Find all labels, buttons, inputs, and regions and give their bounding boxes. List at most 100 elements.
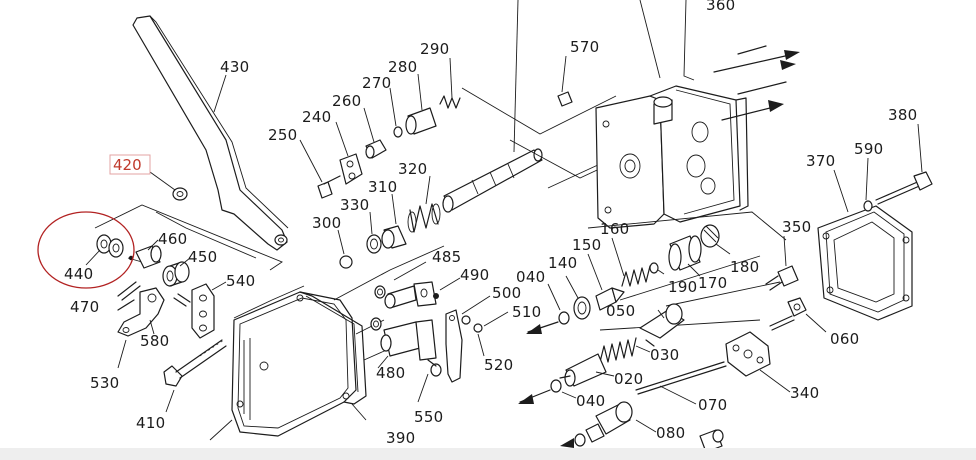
washers-440 — [96, 234, 124, 258]
ball-300 — [339, 255, 353, 269]
label-160: 160 — [600, 220, 630, 238]
label-530: 530 — [90, 374, 120, 392]
cap-310 — [381, 225, 407, 249]
nozzle-050 — [639, 303, 685, 347]
label-520: 520 — [484, 356, 514, 374]
plug-180 — [700, 224, 720, 248]
o-rings-485 — [370, 285, 386, 331]
nut-420 — [172, 187, 188, 201]
screw-350 — [765, 265, 799, 291]
label-580: 580 — [140, 332, 170, 350]
spring-030 — [599, 337, 637, 363]
label-460: 460 — [158, 230, 188, 248]
poppet-140 — [573, 296, 591, 320]
label-310: 310 — [368, 178, 398, 196]
label-570: 570 — [570, 38, 600, 56]
bushing-450 — [162, 261, 190, 287]
label-170: 170 — [698, 274, 728, 292]
label-290: 290 — [420, 40, 450, 58]
bracket-530 — [117, 287, 165, 337]
label-300: 300 — [312, 214, 342, 232]
label-070: 070 — [698, 396, 728, 414]
bottom-strip — [0, 448, 976, 460]
label-190: 190 — [668, 278, 698, 296]
label-360: 360 — [706, 0, 736, 14]
label-590: 590 — [854, 140, 884, 158]
label-370: 370 — [806, 152, 836, 170]
label-020: 020 — [614, 370, 644, 388]
label-240: 240 — [302, 108, 332, 126]
plate-540 — [191, 283, 215, 339]
label-350: 350 — [782, 218, 812, 236]
screw-510 — [461, 315, 483, 333]
label-485: 485 — [432, 248, 462, 266]
valve-body-360 — [595, 85, 749, 229]
label-500: 500 — [492, 284, 522, 302]
piston-020 — [559, 353, 607, 387]
plug-260 — [365, 139, 387, 159]
sleeve-280 — [405, 107, 437, 135]
cover-340 — [725, 331, 771, 377]
lever-430 — [132, 15, 289, 251]
spool-shaft — [442, 148, 543, 213]
washer-590 — [863, 200, 873, 212]
label-430: 430 — [220, 58, 250, 76]
label-380: 380 — [888, 106, 918, 124]
o-ring-040-lower — [550, 379, 562, 393]
spring-290 — [439, 95, 461, 109]
label-450: 450 — [188, 248, 218, 266]
label-320: 320 — [398, 160, 428, 178]
label-540: 540 — [226, 272, 256, 290]
label-420: 420 — [113, 156, 142, 174]
label-510: 510 — [512, 303, 542, 321]
ring-190 — [649, 262, 659, 274]
plug-570 — [557, 91, 573, 107]
label-040-lower: 040 — [576, 392, 606, 410]
flow-arrows — [713, 45, 800, 121]
nut-060 — [787, 297, 807, 317]
label-180: 180 — [730, 258, 760, 276]
label-140: 140 — [548, 254, 578, 272]
shaft-plate-upper — [384, 281, 439, 309]
label-060: 060 — [830, 330, 860, 348]
label-040-upper: 040 — [516, 268, 546, 286]
washer-330 — [366, 234, 382, 254]
label-330: 330 — [340, 196, 370, 214]
cone-150 — [595, 287, 625, 311]
label-480: 480 — [376, 364, 406, 382]
label-340: 340 — [790, 384, 820, 402]
o-ring-040-upper — [558, 311, 570, 325]
highlight-box-420 — [109, 154, 151, 175]
bolt-410 — [163, 339, 227, 387]
label-270: 270 — [362, 74, 392, 92]
bolt-250 — [317, 175, 341, 199]
o-ring-bottom — [574, 433, 586, 447]
spring-320 — [407, 203, 441, 233]
label-440: 440 — [64, 265, 94, 283]
rod-070 — [635, 361, 727, 395]
bolt-380 — [875, 171, 933, 205]
label-030: 030 — [650, 346, 680, 364]
label-250: 250 — [268, 126, 298, 144]
case-370 — [817, 205, 913, 321]
shaft-plate-lower — [380, 319, 442, 377]
label-470: 470 — [70, 298, 100, 316]
label-080: 080 — [656, 424, 686, 442]
sleeve-170 — [668, 235, 702, 271]
plate-240 — [339, 153, 363, 185]
part-labels: 430 420 440 460 450 470 540 580 530 410 … — [64, 0, 918, 447]
pin-460 — [128, 245, 162, 269]
o-ring-270 — [393, 126, 403, 138]
label-490: 490 — [460, 266, 490, 284]
highlight-circle-440 — [37, 211, 135, 289]
label-050: 050 — [606, 302, 636, 320]
lever-500 — [445, 309, 463, 383]
label-550: 550 — [414, 408, 444, 426]
label-390: 390 — [386, 429, 416, 447]
label-410: 410 — [136, 414, 166, 432]
housing-390 — [231, 291, 367, 437]
label-280: 280 — [388, 58, 418, 76]
label-150: 150 — [572, 236, 602, 254]
